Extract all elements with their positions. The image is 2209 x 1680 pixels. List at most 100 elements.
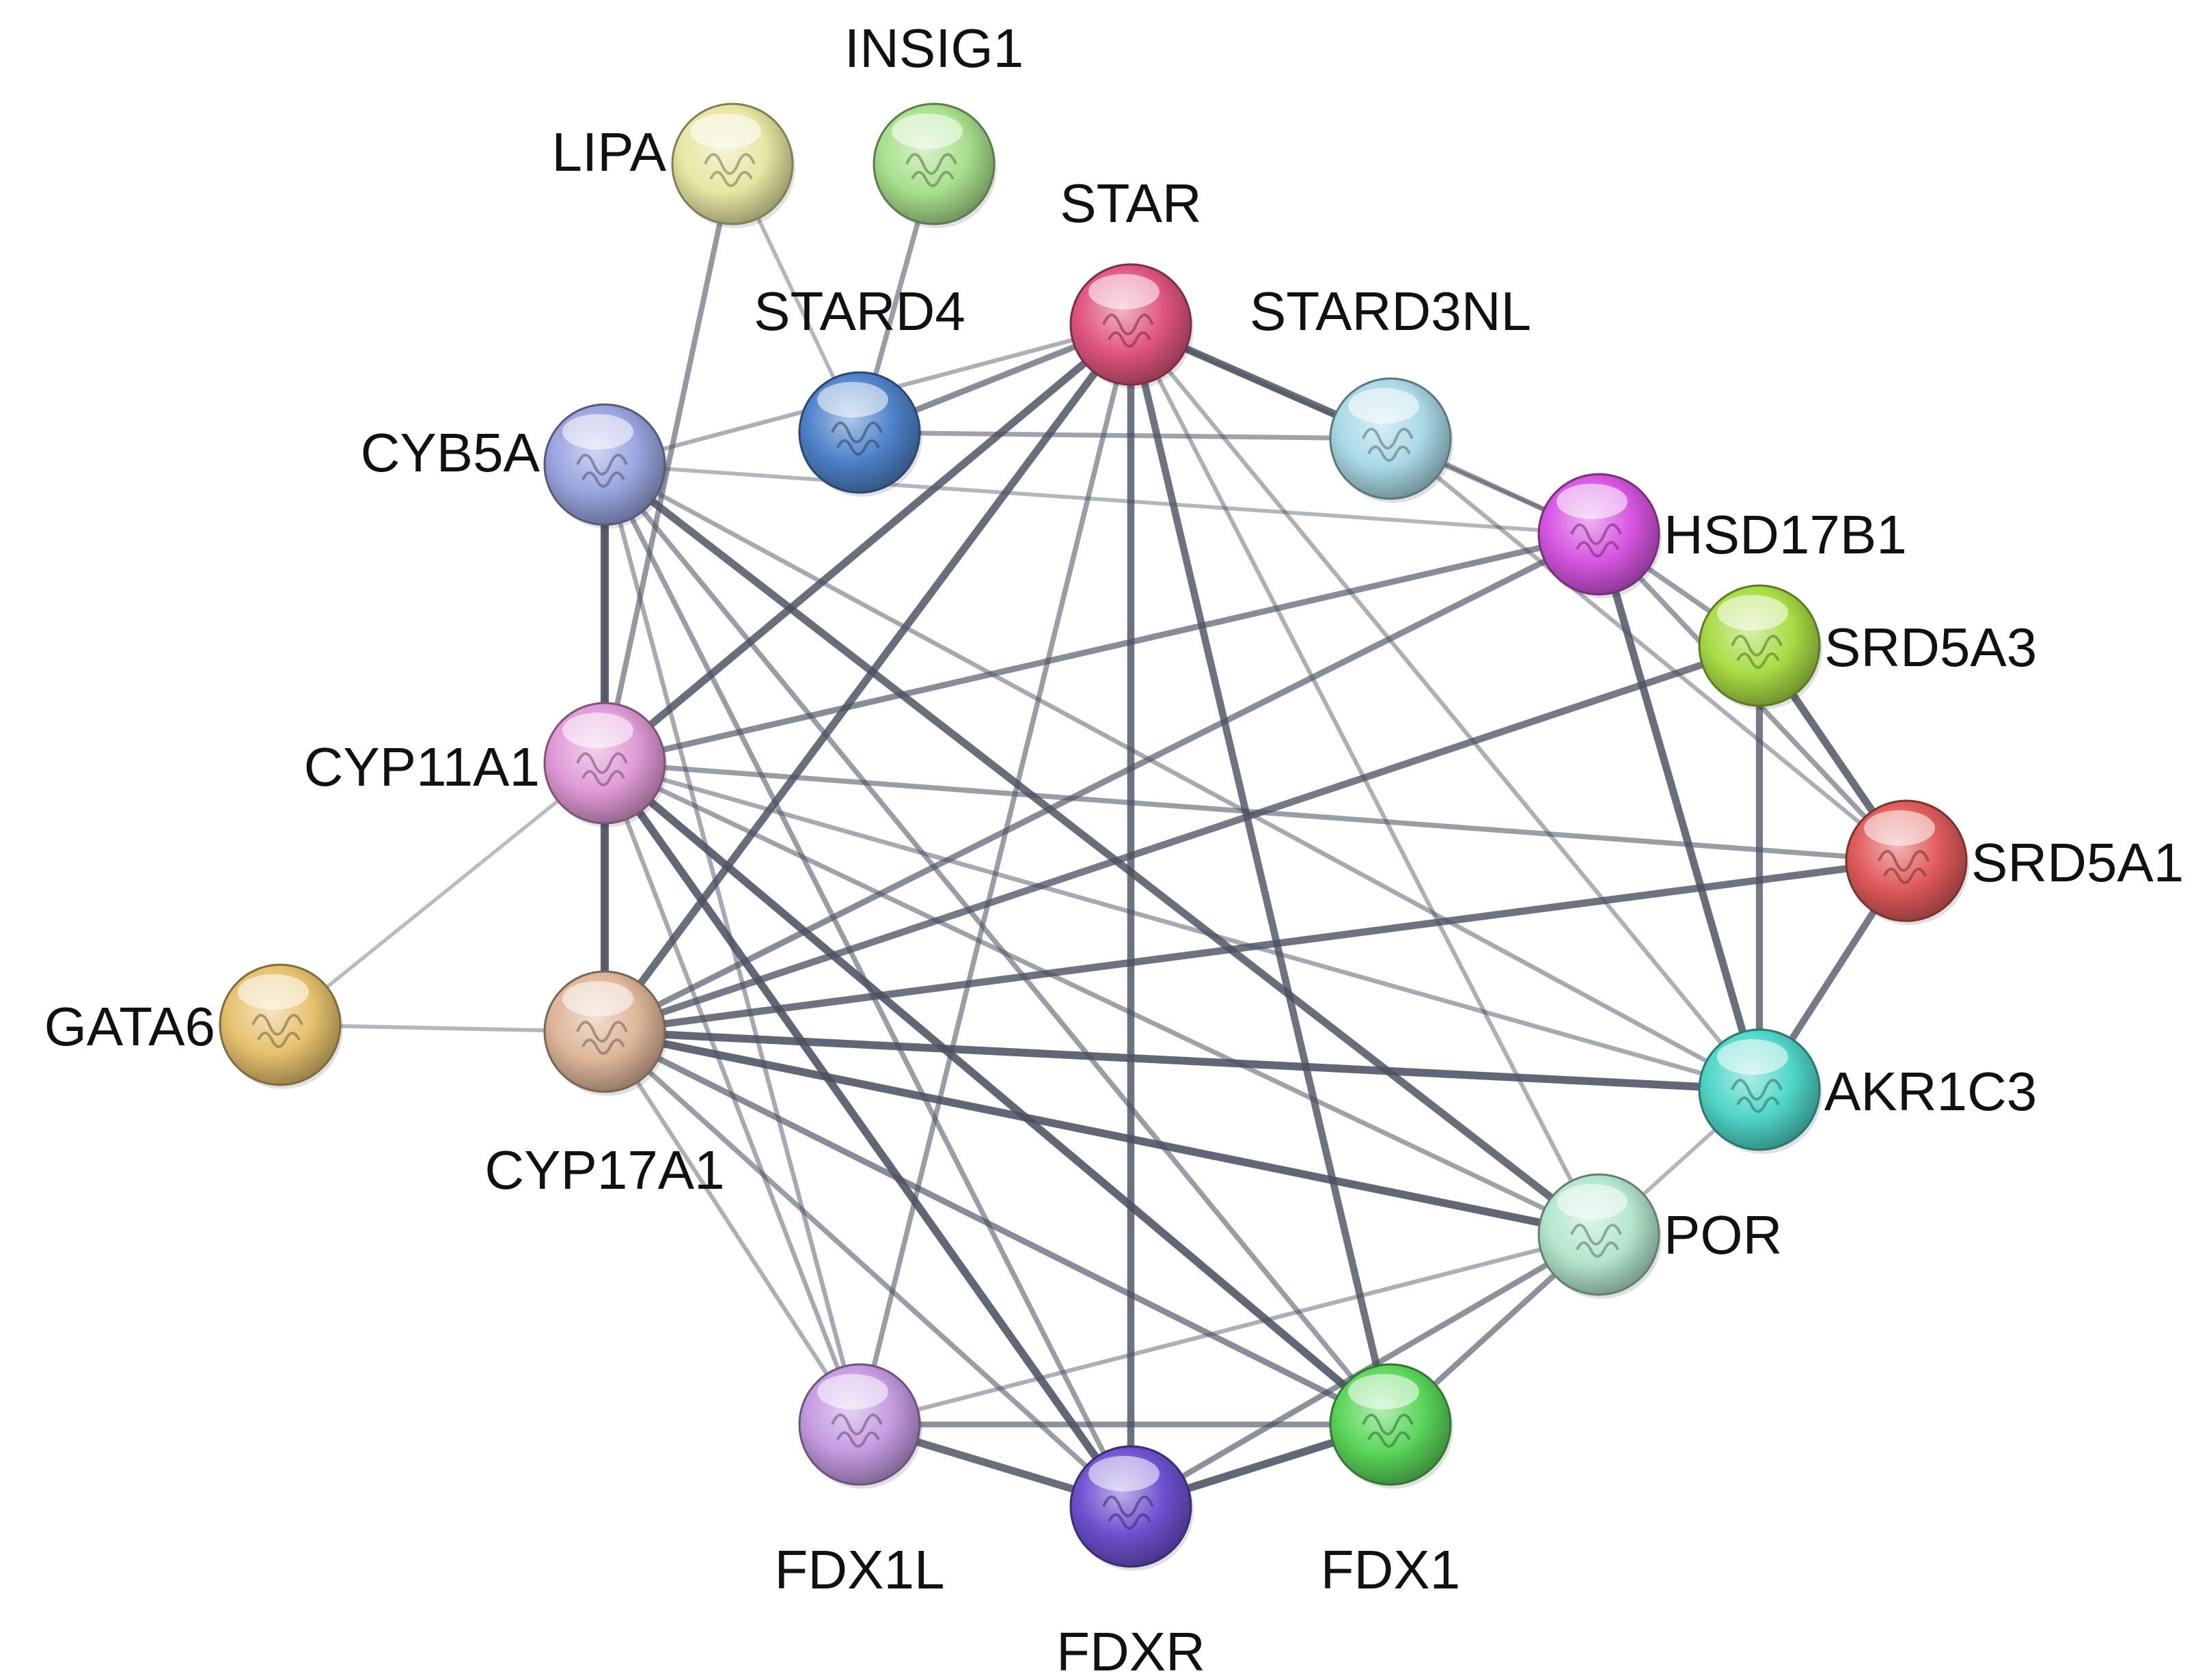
node-highlight <box>1717 1039 1788 1075</box>
protein-structure-icon <box>1731 635 1783 669</box>
protein-structure-icon <box>576 752 628 786</box>
node-srd5a1[interactable] <box>1845 799 1969 925</box>
edge-stard3nl-srd5a1 <box>1388 436 1909 864</box>
node-label-fdx1: FDX1 <box>1321 1539 1461 1600</box>
node-highlight <box>1088 274 1160 309</box>
node-label-insig1: INSIG1 <box>845 18 1024 79</box>
protein-structure-icon <box>1362 1414 1414 1448</box>
edge-cyp11a1-fdx1 <box>601 759 1395 1429</box>
protein-structure-icon <box>576 1021 628 1055</box>
edge-stard4-stard3nl <box>857 430 1393 441</box>
node-layer <box>219 102 1969 1571</box>
protein-structure-icon <box>251 1014 303 1048</box>
protein-structure-icon <box>831 1414 883 1448</box>
node-label-fdxr: FDXR <box>1056 1621 1205 1680</box>
edge-cyp11a1-por <box>602 760 1602 1237</box>
node-fdx1l[interactable] <box>798 1363 922 1489</box>
edge-star-cyp11a1 <box>601 320 1135 767</box>
node-label-akr1c3: AKR1C3 <box>1824 1061 2037 1122</box>
edge-hsd17b1-cyp17a1 <box>601 531 1602 1035</box>
edge-cyp17a1-por <box>601 1028 1603 1239</box>
node-highlight <box>892 113 963 149</box>
node-highlight <box>562 981 633 1017</box>
edge-cyp17a1-akr1c3 <box>601 1028 1764 1094</box>
edge-cyb5a-hsd17b1 <box>603 463 1601 536</box>
node-label-star: STAR <box>1060 173 1201 234</box>
edge-star-fdx1l <box>857 322 1134 1427</box>
node-star[interactable] <box>1069 263 1194 389</box>
node-highlight <box>1556 484 1628 519</box>
node-cyb5a[interactable] <box>543 403 668 529</box>
node-cyp11a1[interactable] <box>543 702 668 827</box>
node-label-stard4: STARD4 <box>754 281 965 342</box>
node-label-hsd17b1: HSD17B1 <box>1664 504 1907 565</box>
edge-srd5a3-cyp17a1 <box>601 642 1764 1036</box>
edge-cyb5a-por <box>601 460 1603 1239</box>
node-label-srd5a1: SRD5A1 <box>1971 832 2184 893</box>
node-highlight <box>1717 595 1788 631</box>
node-label-srd5a3: SRD5A3 <box>1824 617 2037 678</box>
node-label-cyp17a1: CYP17A1 <box>484 1140 724 1200</box>
node-highlight <box>1556 1184 1628 1220</box>
node-highlight <box>1348 388 1419 424</box>
node-highlight <box>1864 810 1935 846</box>
node-highlight <box>690 113 761 149</box>
edge-star-akr1c3 <box>1128 322 1762 1092</box>
node-srd5a3[interactable] <box>1698 584 1822 710</box>
protein-structure-icon <box>1731 1079 1783 1113</box>
protein-structure-icon <box>1102 314 1154 348</box>
edge-hsd17b1-cyp11a1 <box>601 531 1602 767</box>
node-hsd17b1[interactable] <box>1537 473 1662 598</box>
node-label-cyb5a: CYB5A <box>361 422 540 483</box>
edge-cyb5a-fdx1 <box>602 462 1393 1427</box>
protein-structure-icon <box>1362 428 1414 462</box>
node-akr1c3[interactable] <box>1698 1028 1822 1154</box>
protein-structure-icon <box>704 153 756 187</box>
edge-cyp11a1-akr1c3 <box>602 760 1762 1092</box>
edge-hsd17b1-akr1c3 <box>1595 530 1764 1094</box>
node-gata6[interactable] <box>219 963 343 1089</box>
protein-structure-icon <box>1570 523 1622 557</box>
node-highlight <box>562 713 633 748</box>
edge-cyb5a-akr1c3 <box>602 462 1762 1092</box>
protein-structure-icon <box>831 422 883 456</box>
edge-cyp11a1-fdxr <box>601 759 1135 1511</box>
node-label-fdx1l: FDX1L <box>775 1539 945 1600</box>
edge-cyp11a1-gata6 <box>278 761 607 1027</box>
node-stard4[interactable] <box>798 371 922 497</box>
edge-cyp17a1-fdx1l <box>602 1029 862 1427</box>
node-label-lipa: LIPA <box>552 122 667 182</box>
node-label-gata6: GATA6 <box>44 996 215 1057</box>
edge-lipa-cyp11a1 <box>602 161 735 766</box>
protein-structure-icon <box>1570 1224 1622 1258</box>
protein-structure-icon <box>576 454 628 488</box>
edge-star-fdx1 <box>1127 320 1395 1429</box>
protein-structure-icon <box>1102 1496 1154 1530</box>
node-highlight <box>562 414 633 450</box>
protein-structure-icon <box>1878 850 1930 884</box>
edge-cyp17a1-fdx1 <box>601 1028 1394 1428</box>
node-fdxr[interactable] <box>1069 1445 1194 1571</box>
node-cyp17a1[interactable] <box>543 970 668 1096</box>
node-label-stard3nl: STARD3NL <box>1250 281 1531 342</box>
node-stard3nl[interactable] <box>1329 377 1453 503</box>
node-por[interactable] <box>1537 1173 1662 1299</box>
node-fdx1[interactable] <box>1329 1363 1453 1489</box>
edge-cyp17a1-srd5a1 <box>601 857 1910 1036</box>
edge-por-fdx1l <box>857 1232 1602 1427</box>
node-highlight <box>817 382 888 417</box>
node-label-por: POR <box>1664 1204 1782 1265</box>
edge-star-cyp17a1 <box>601 320 1135 1036</box>
node-label-cyp11a1: CYP11A1 <box>304 736 540 797</box>
node-lipa[interactable] <box>671 102 795 228</box>
node-highlight <box>1348 1374 1419 1409</box>
edge-cyp11a1-srd5a1 <box>602 760 1909 864</box>
protein-structure-icon <box>905 153 957 187</box>
node-highlight <box>238 974 309 1010</box>
node-insig1[interactable] <box>873 102 997 228</box>
node-highlight <box>1088 1456 1160 1491</box>
edge-layer <box>278 161 1910 1511</box>
